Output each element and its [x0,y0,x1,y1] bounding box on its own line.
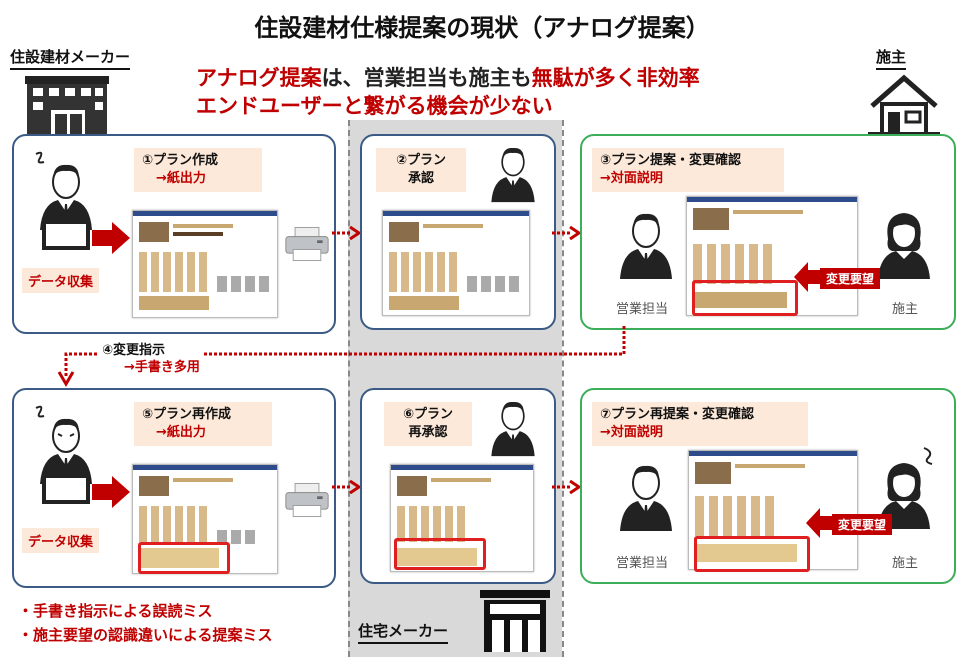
red-arrow-left-icon [806,508,836,538]
headline-line1: アナログ提案は、営業担当も施主も無駄が多く非効率 [196,62,700,92]
step-5-sub: →紙出力 [156,425,206,440]
separator-right [562,120,564,657]
highlight-change-area-2 [138,542,230,574]
plan-thumbnail-icon [139,476,255,568]
step-6-sub: 再承認 [408,425,448,440]
maker-label: 住設建材メーカー [10,46,131,70]
plan-thumbnail-icon [139,222,269,310]
step-3-sub: →対面説明 [600,171,663,186]
headline-middle: は、営業担当も施主も [321,66,532,90]
step-5: ⑤プラン再作成 →紙出力 [134,402,272,446]
approver-person-icon [490,147,536,204]
step-6-title: ⑥プラン [402,407,453,422]
note-misunderstanding: ・施主要望の認識違いによる提案ミス [18,626,273,644]
red-arrow-left-icon [794,262,824,292]
sales-person-icon [618,212,674,281]
step-7-sub: →対面説明 [600,425,663,440]
approver-person-icon [490,401,536,458]
page-title: 住設建材仕様提案の現状（アナログ提案） [254,14,710,42]
worker-at-computer-icon [35,151,93,250]
plan-document-6 [390,464,534,572]
printer-icon [285,226,329,262]
owner-person-icon [876,211,932,281]
printer-icon [285,482,329,518]
note-misread: ・手書き指示による誤読ミス [18,602,213,620]
plan-thumbnail-icon [397,476,491,566]
step-5-title: ⑤プラン再作成 [142,407,232,422]
red-arrow-right-icon [92,476,130,508]
headline-analog: アナログ提案 [196,66,322,90]
step-1-title: ①プラン作成 [142,153,219,168]
step-7: ⑦プラン再提案・変更確認 →対面説明 [592,402,808,446]
feedback-dotted-path [57,326,626,387]
change-request-label-2: 変更要望 [832,514,893,535]
step-2-sub: 承認 [407,171,434,186]
sales-label-2: 営業担当 [616,556,669,571]
plan-document-2 [382,210,530,316]
highlight-change-area-1 [692,280,798,316]
step-4: ④変更指示 →手書き多用 [98,340,204,378]
highlight-change-area-3 [394,538,486,570]
owner-label-1: 施主 [892,302,919,317]
house-icon [868,74,940,136]
dotted-arrow-right-icon [332,226,360,240]
step-1-sub: →紙出力 [156,171,206,186]
data-collect-tag-1: データ収集 [22,268,100,293]
factory-building-icon [25,76,109,136]
house-maker-label: 住宅メーカー [358,620,449,644]
plan-thumbnail-icon [693,208,803,308]
highlight-change-area-4 [694,536,810,572]
plan-document-7 [688,450,858,570]
dotted-arrow-right-icon [332,480,360,494]
step-7-title: ⑦プラン再提案・変更確認 [600,407,755,422]
headline-inefficient: 無駄が多く非効率 [531,66,700,90]
step-2: ②プラン 承認 [376,148,466,192]
plan-document-5 [132,464,278,574]
owner-label-2: 施主 [892,556,919,571]
plan-document-1 [132,210,278,318]
headline-line2: エンドユーザーと繋がる機会が少ない [196,94,553,118]
stressed-worker-icon [35,405,93,504]
red-arrow-right-icon [92,222,130,254]
change-request-label-1: 変更要望 [820,268,881,289]
sales-label-1: 営業担当 [616,302,669,317]
plan-thumbnail-icon [695,462,805,562]
step-4-title: ④変更指示 [102,343,166,358]
step-3-title: ③プラン提案・変更確認 [600,153,742,168]
step-6: ⑥プラン 再承認 [384,402,472,446]
separator-left [348,120,350,657]
step-2-title: ②プラン [395,153,446,168]
house-maker-building-icon [480,590,550,652]
plan-document-3 [686,196,858,316]
data-collect-tag-2: データ収集 [22,528,100,553]
stressed-owner-icon [876,447,933,531]
owner-label: 施主 [876,46,907,70]
step-1: ①プラン作成 →紙出力 [134,148,262,192]
dotted-arrow-right-icon [552,226,580,240]
step-3: ③プラン提案・変更確認 →対面説明 [592,148,784,192]
plan-thumbnail-icon [389,222,519,310]
dotted-arrow-right-icon [552,480,580,494]
sales-person-icon [618,464,674,533]
step-4-sub: →手書き多用 [124,360,200,375]
